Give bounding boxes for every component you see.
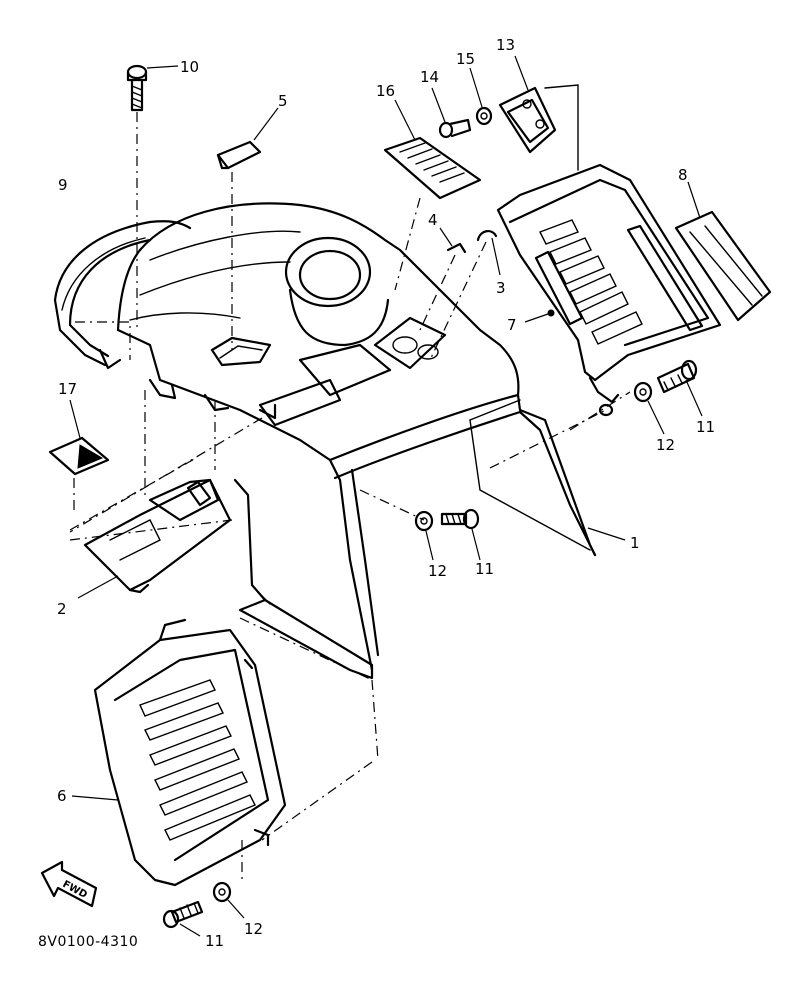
bolt-11-bottom — [162, 840, 243, 937]
washer-15 — [469, 67, 493, 126]
callout-4: 4 — [428, 211, 438, 229]
fwd-direction-arrow: FWD — [40, 860, 98, 908]
bracket-13 — [498, 55, 579, 171]
callout-5: 5 — [278, 92, 288, 110]
front-cowl-body — [116, 202, 597, 672]
pad-8 — [674, 181, 772, 322]
callout-15: 15 — [456, 50, 475, 68]
callout-7: 7 — [507, 316, 517, 334]
callout-1: 1 — [630, 534, 640, 552]
callout-12-bottom: 12 — [244, 920, 263, 938]
clip-4 — [419, 227, 467, 331]
callout-17: 17 — [58, 380, 77, 398]
washer-12-bottom — [212, 881, 245, 919]
screw-14 — [431, 87, 472, 139]
assembly-lines — [69, 390, 631, 533]
callout-2: 2 — [57, 600, 67, 618]
callout-13: 13 — [496, 36, 515, 54]
clip-3 — [429, 230, 501, 361]
leader-1 — [587, 527, 626, 541]
callout-12-right: 12 — [656, 436, 675, 454]
callout-9: 9 — [58, 176, 68, 194]
right-louvre-panel-7 — [496, 163, 722, 417]
bolt-11-center — [440, 508, 481, 561]
bolt-10 — [126, 64, 179, 330]
lower-skirt-panel — [233, 478, 374, 680]
callout-8: 8 — [678, 166, 688, 184]
diagram-reference-code: 8V0100-4310 — [38, 934, 138, 950]
label-plate-16 — [383, 99, 482, 291]
washer-12-right — [633, 381, 665, 435]
bracket-2 — [69, 457, 233, 599]
callout-10: 10 — [180, 58, 199, 76]
callout-16: 16 — [376, 82, 395, 100]
callout-11-bottom: 11 — [205, 932, 224, 950]
callout-3: 3 — [496, 279, 506, 297]
callout-6: 6 — [57, 787, 67, 805]
callout-12-center: 12 — [428, 562, 447, 580]
bolt-11-right — [656, 359, 703, 417]
pad-17 — [48, 399, 110, 510]
callout-11-right: 11 — [696, 418, 715, 436]
clip-5 — [216, 107, 279, 350]
washer-12-center — [414, 510, 434, 561]
callout-11-center: 11 — [475, 560, 494, 578]
left-curved-trim — [53, 220, 192, 370]
callout-14: 14 — [420, 68, 439, 86]
lower-louvre-panel-6 — [71, 617, 379, 887]
